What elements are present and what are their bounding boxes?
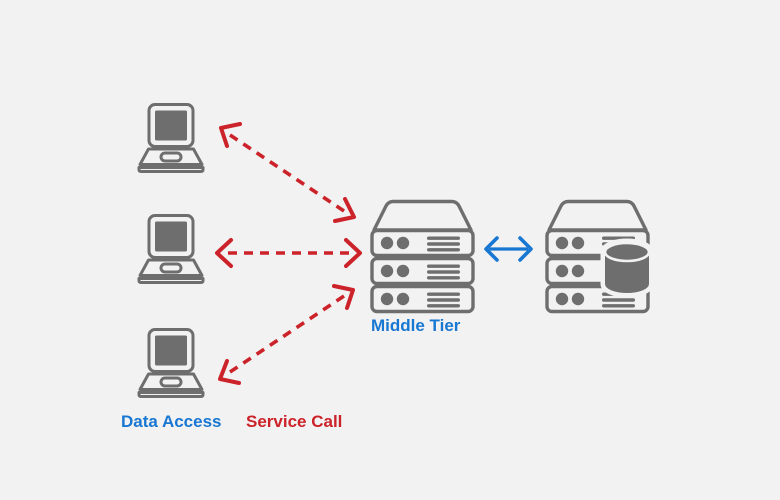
client-laptop-2[interactable] bbox=[137, 214, 205, 284]
legend-service-call-label: Service Call bbox=[246, 412, 343, 431]
connector-data-access bbox=[484, 236, 533, 262]
middle-tier-server-icon[interactable] bbox=[370, 199, 475, 314]
connector-service-call-middle bbox=[215, 238, 362, 268]
middle-tier-label: Middle Tier bbox=[371, 316, 461, 335]
data-tier-server-icon[interactable] bbox=[545, 199, 649, 314]
connector-service-call-top bbox=[219, 122, 356, 223]
client-laptop-1[interactable] bbox=[137, 103, 205, 173]
database-icon[interactable] bbox=[605, 243, 649, 293]
legend-data-access-label: Data Access bbox=[121, 412, 222, 431]
client-laptop-3[interactable] bbox=[137, 328, 205, 398]
connector-service-call-bottom bbox=[218, 284, 355, 385]
